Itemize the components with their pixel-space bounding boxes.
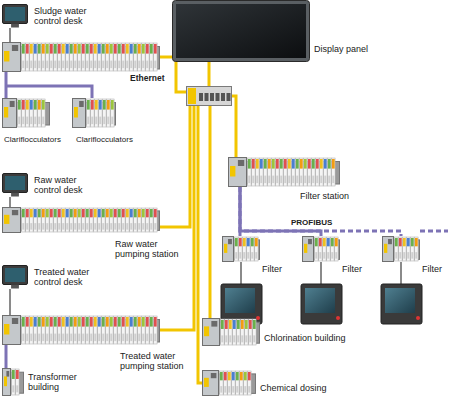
plc-rack <box>222 236 260 262</box>
network-cable <box>232 96 236 157</box>
plc-rack <box>2 42 160 72</box>
control-desk-monitor <box>2 173 28 197</box>
network-cable <box>9 289 11 315</box>
station-label: Filter <box>342 264 362 274</box>
station-label: Chemical dosing <box>260 383 327 393</box>
plc-rack <box>2 315 160 345</box>
plc-station: Filter station <box>228 157 340 187</box>
profibus-continuation <box>420 230 448 233</box>
plc-station: Filter <box>382 236 420 262</box>
network-cable <box>240 187 401 236</box>
profibus-cable <box>6 72 92 98</box>
bus-label: PROFIBUS <box>291 218 332 228</box>
plc-station: Chemical dosing <box>202 370 256 396</box>
network-cable <box>5 345 8 368</box>
station-label: Clariflocculators <box>4 135 61 144</box>
control-desk: Sludge water control desk <box>2 4 28 28</box>
station-label: Treated water pumping station <box>120 351 194 372</box>
network-cable <box>209 106 212 318</box>
control-desk: Raw water control desk <box>2 173 28 197</box>
display-panel-screen <box>172 0 310 62</box>
network-cable <box>160 106 190 227</box>
plc-station: Chlorination building <box>202 318 260 346</box>
station-label: Sludge water control desk <box>34 6 96 27</box>
plc-station: Treated water pumping station <box>2 315 160 345</box>
plc-rack <box>2 207 160 233</box>
network-cable <box>160 106 194 330</box>
plc-rack <box>2 368 24 396</box>
plc-rack <box>2 98 50 128</box>
station-label: Filter <box>422 264 442 274</box>
control-desk: Treated water control desk <box>2 265 28 289</box>
ethernet-switch: Ethernet <box>186 86 232 106</box>
ethernet-switch <box>186 86 232 106</box>
hmi-cable <box>241 262 401 284</box>
plc-station: Clariflocculators <box>2 98 50 128</box>
filter-hmi <box>301 284 342 324</box>
filter-hmi <box>381 284 422 324</box>
station-label: Treated water control desk <box>34 267 96 288</box>
plc-station: Clariflocculators <box>72 98 116 128</box>
network-cable <box>9 197 11 207</box>
station-label: Filter <box>262 264 282 274</box>
station-label: Raw water pumping station <box>115 239 187 260</box>
station-label: Clariflocculators <box>76 135 133 144</box>
plc-rack <box>382 236 420 262</box>
desk-cable <box>9 28 11 42</box>
network-cable <box>198 106 202 383</box>
network-cable <box>208 62 211 86</box>
control-desk-monitor <box>2 4 28 28</box>
control-desk-monitor <box>2 265 28 289</box>
station-label: Display panel <box>314 44 368 54</box>
station-label: Ethernet <box>130 74 164 84</box>
plc-station: Filter <box>222 236 260 262</box>
plc-station: Filter <box>302 236 340 262</box>
station-label: Transformer building <box>28 372 84 393</box>
plc-rack <box>228 157 340 187</box>
station-label: Filter station <box>300 191 349 201</box>
plc-station: Transformer building <box>2 368 24 396</box>
plc-rack-decoration <box>2 42 160 72</box>
station-label: Chlorination building <box>264 333 346 343</box>
plc-rack <box>72 98 116 128</box>
plc-rack <box>302 236 340 262</box>
display-panel: Display panel <box>172 0 310 62</box>
plc-rack <box>202 370 256 396</box>
plc-rack <box>202 318 260 346</box>
plc-station: Raw water pumping station <box>2 207 160 233</box>
station-label: Raw water control desk <box>34 175 96 196</box>
filter-hmi <box>221 284 262 324</box>
